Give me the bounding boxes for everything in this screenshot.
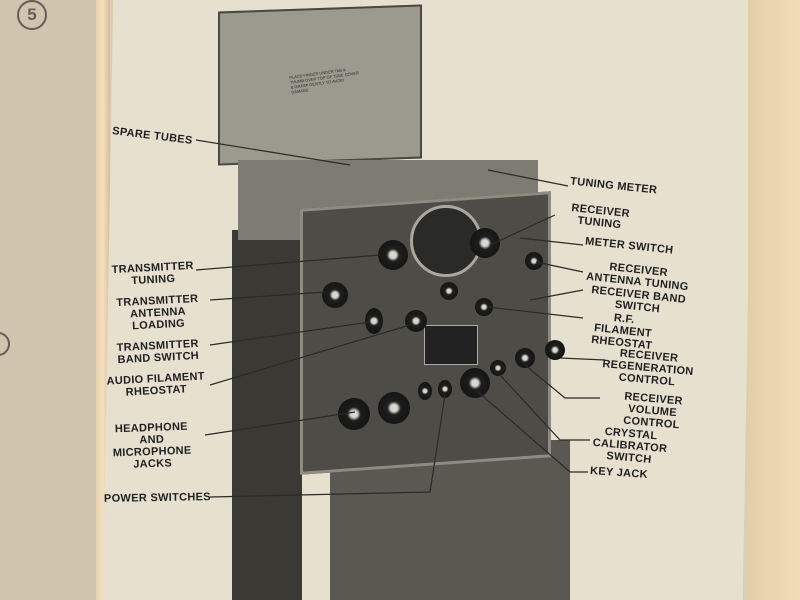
leader-receiver-volume (524, 364, 600, 399)
page-number: 5 (17, 0, 47, 30)
audio-rheostat-knob (405, 310, 427, 332)
crystal-switch (490, 360, 506, 376)
leader-tuning-meter (487, 169, 569, 187)
leader-receiver-band-switch (529, 289, 584, 301)
rf-rheostat-knob (475, 298, 493, 316)
left-page (0, 0, 100, 600)
leader-transmitter-band-switch (209, 321, 371, 346)
leader-headphone-jacks (204, 411, 356, 436)
leader-receiver-antenna-tuning (535, 261, 584, 273)
leader-key-jack (477, 391, 588, 473)
microphone-jack (378, 392, 410, 424)
label-headphone-microphone-jacks: HEADPHONE AND MICROPHONE JACKS (112, 420, 192, 471)
meter-switch-knob (440, 282, 458, 300)
page-edges (748, 0, 800, 600)
side-panel (232, 230, 302, 600)
label-power-switches: POWER SWITCHES (103, 491, 211, 505)
volume-knob (515, 348, 535, 368)
receiver-antenna-knob (525, 252, 543, 270)
instruction-plate (424, 325, 478, 365)
leader-receiver-tuning (489, 214, 556, 246)
leader-spare-tubes (195, 139, 351, 166)
leader-audio-filament-rheostat (209, 324, 411, 386)
key-jack (460, 368, 490, 398)
label-transmitter-tuning: TRANSMITTER TUNING (111, 259, 195, 288)
regeneration-knob (545, 340, 565, 360)
leader-transmitter-antenna-loading (209, 291, 326, 301)
label-transmitter-antenna-loading: TRANSMITTER ANTENNA LOADING (116, 292, 199, 333)
band-switch-knob (365, 308, 383, 334)
leader-power-switches (209, 394, 446, 498)
leader-transmitter-tuning (195, 254, 381, 271)
leader-meter-switch (519, 237, 584, 246)
power-switch-2 (438, 380, 452, 398)
leader-rf-filament-rheostat (487, 306, 584, 319)
leader-receiver-regeneration (559, 357, 606, 361)
antenna-loading-knob (322, 282, 348, 308)
power-switch-1 (418, 382, 432, 400)
label-crystal-calibrator-switch: CRYSTAL CALIBRATOR SWITCH (592, 425, 668, 466)
leader-crystal-calibrator (499, 374, 590, 441)
transmitter-tuning-knob (378, 240, 408, 270)
